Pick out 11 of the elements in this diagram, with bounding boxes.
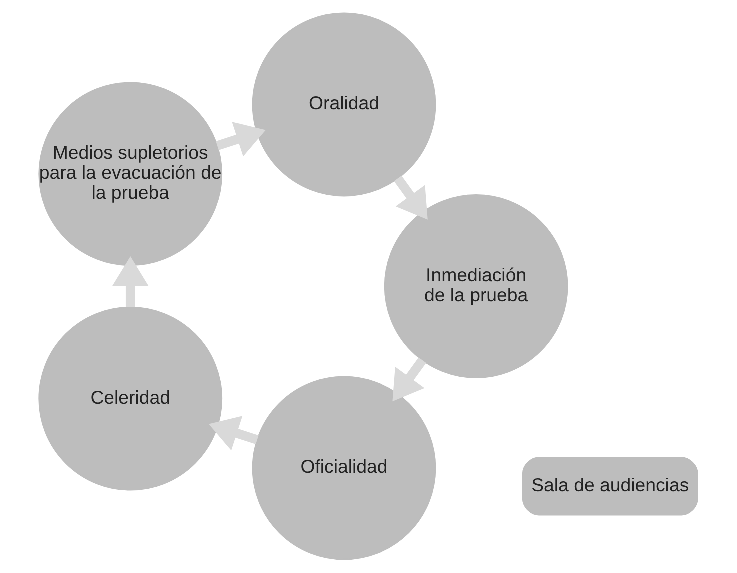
node-circle: Celeridad — [38, 306, 223, 491]
node-circle: Inmediación de la prueba — [384, 194, 568, 378]
node-circle: Oficialidad — [252, 376, 436, 560]
arrow — [112, 256, 149, 308]
arrow — [216, 122, 266, 157]
node-circle: Medios supletorios para la evacuación de la prueba — [38, 82, 223, 266]
arrow — [208, 416, 259, 451]
node-box: Sala de audiencias — [522, 457, 698, 516]
node-circle: Oralidad — [252, 12, 436, 197]
arrow — [392, 358, 426, 402]
arrow — [394, 176, 428, 220]
